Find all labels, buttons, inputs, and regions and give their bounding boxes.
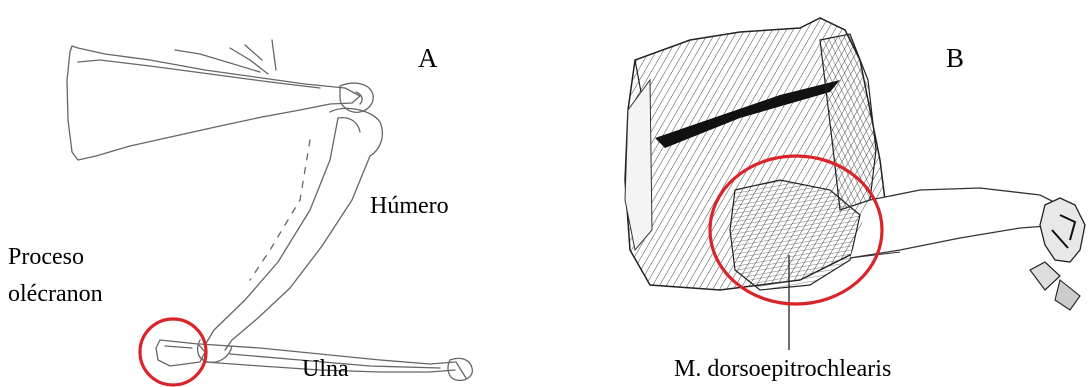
- olecranon-label-line2: olécranon: [8, 280, 103, 309]
- humerus-label: Húmero: [370, 192, 449, 221]
- panel-a-letter: A: [418, 44, 438, 73]
- muscle-label: M. dorsoepitrochlearis: [674, 355, 891, 384]
- panel-a: A Húmero Proceso olécranon Ulna: [0, 0, 540, 387]
- elbow-joint: [198, 340, 232, 362]
- ulna-label: Ulna: [302, 355, 349, 384]
- forelimb-skeleton-drawing: [0, 0, 540, 387]
- hand-claws: [1040, 198, 1085, 262]
- humerus-bone: [205, 118, 338, 345]
- panel-b: B M. dorsoepitrochlearis: [540, 0, 1089, 387]
- panel-b-letter: B: [946, 44, 964, 73]
- forelimb-muscle-drawing: [540, 0, 1089, 387]
- olecranon-highlight-circle: [140, 319, 206, 385]
- scapula-bone: [67, 46, 360, 160]
- olecranon-label-line1: Proceso: [8, 243, 84, 272]
